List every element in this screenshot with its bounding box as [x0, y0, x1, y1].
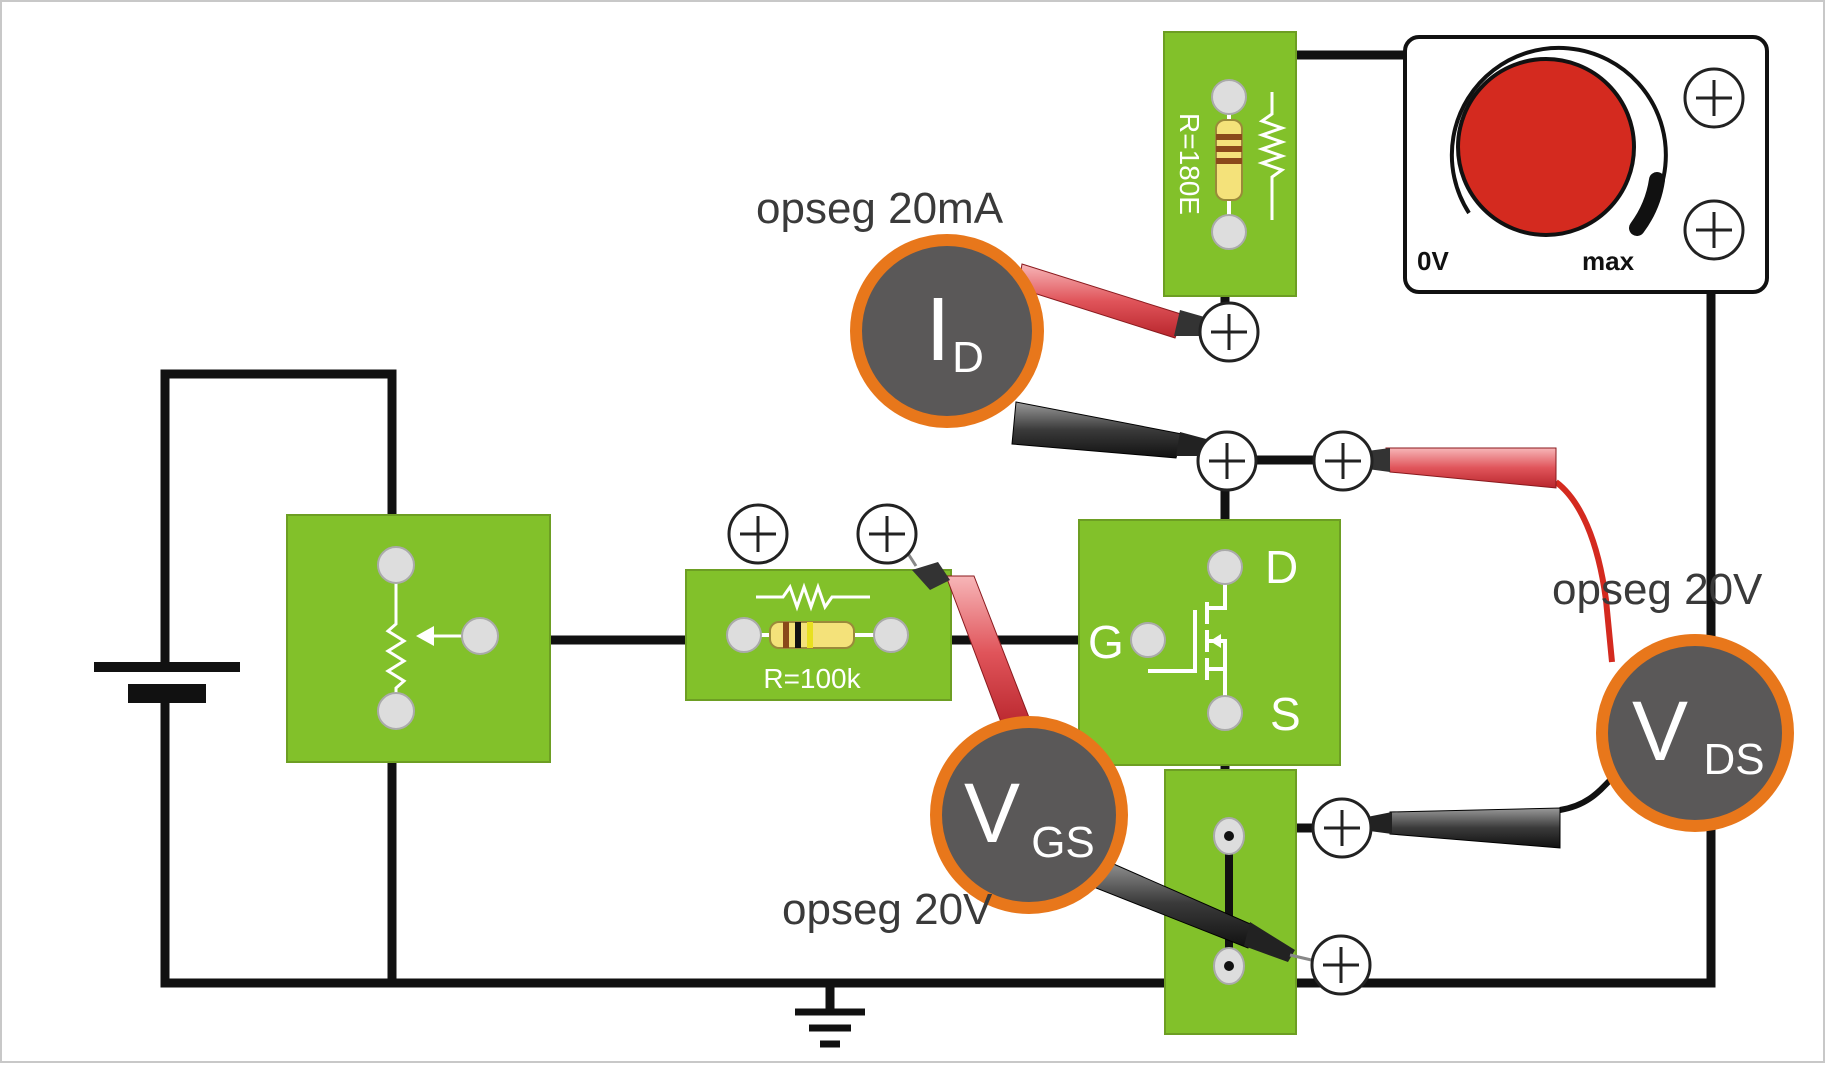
- voltmeter-vds: V DS: [1596, 634, 1794, 832]
- supply-terminal-positive[interactable]: [1683, 67, 1745, 129]
- probe-leads: [896, 263, 1623, 964]
- mosfet-board: D G S: [1078, 519, 1341, 766]
- terminal-drain-resistor[interactable]: [1198, 301, 1260, 363]
- voltmeter-vgs-symbol: V: [964, 766, 1020, 860]
- voltmeter-vgs: V GS: [930, 716, 1128, 914]
- mosfet-gate-label: G: [1088, 616, 1124, 668]
- ground-symbol: [795, 1008, 865, 1048]
- supply-min-label: 0V: [1417, 246, 1449, 276]
- terminal-drain-top[interactable]: [1196, 430, 1258, 492]
- mosfet-source-label: S: [1270, 688, 1301, 740]
- vds-range-label: opseg 20V: [1552, 565, 1763, 614]
- supply-max-label: max: [1582, 246, 1635, 276]
- drain-resistor-board: R=180E: [1163, 31, 1297, 297]
- terminal-ground[interactable]: [1310, 934, 1372, 996]
- battery-symbol: [94, 662, 240, 703]
- terminal-source[interactable]: [1311, 797, 1373, 859]
- voltmeter-vgs-subscript: GS: [1031, 818, 1095, 867]
- voltmeter-vds-symbol: V: [1632, 684, 1688, 778]
- supply-knob[interactable]: [1456, 57, 1636, 237]
- vgs-range-label: opseg 20V: [782, 885, 993, 934]
- ammeter-id-symbol: I: [925, 280, 950, 380]
- gate-resistor-board: R=100k: [685, 569, 952, 701]
- supply-terminal-negative[interactable]: [1683, 199, 1745, 261]
- ammeter-range-label: opseg 20mA: [756, 184, 1004, 233]
- potentiometer-board: [286, 514, 551, 763]
- voltmeter-vds-subscript: DS: [1703, 735, 1764, 784]
- ammeter-id: I D: [850, 234, 1044, 428]
- ammeter-id-subscript: D: [952, 333, 984, 382]
- terminal-gate-resistor-right[interactable]: [856, 503, 918, 565]
- drain-resistor-label: R=180E: [1174, 113, 1205, 215]
- terminal-gate-resistor-left[interactable]: [727, 503, 789, 565]
- terminal-drain-right[interactable]: [1312, 430, 1374, 492]
- mosfet-drain-label: D: [1265, 541, 1298, 593]
- gate-resistor-label: R=100k: [763, 663, 861, 694]
- variable-power-supply: 0V max: [1403, 35, 1769, 294]
